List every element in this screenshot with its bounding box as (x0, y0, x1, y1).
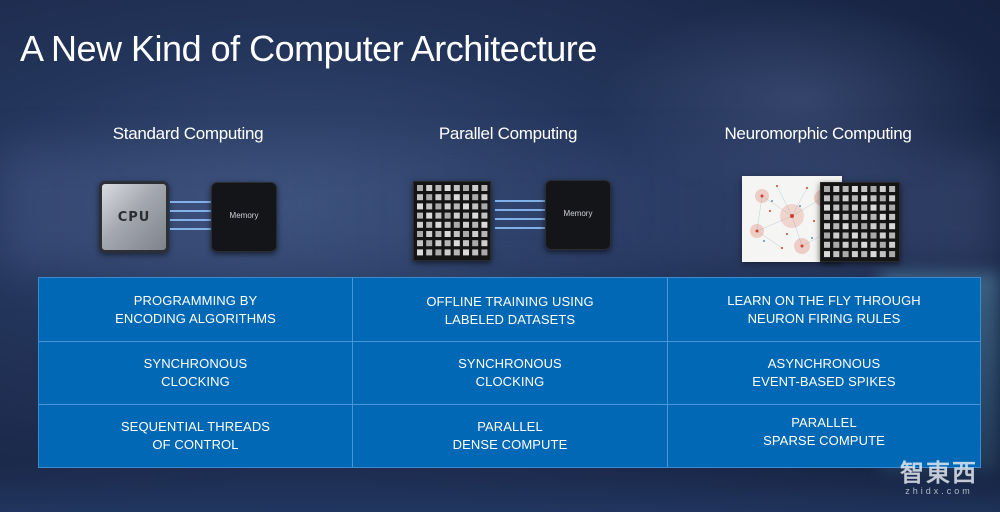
data-flow-arrows-icon (495, 197, 545, 233)
watermark-logo: 智東西 zhidx.com (900, 453, 978, 496)
data-flow-arrows-icon (170, 198, 212, 234)
heading-parallel-computing: Parallel Computing (438, 124, 578, 143)
memory-chip-icon: Memory (211, 182, 277, 252)
memory-label: Memory (563, 209, 593, 218)
watermark-url: zhidx.com (905, 486, 973, 496)
watermark-text: 智東西 (900, 459, 978, 487)
heading-neuromorphic-computing: Neuromorphic Computing (724, 124, 912, 143)
page-title: A New Kind of Computer Architecture (20, 28, 597, 69)
memory-label: Memory (229, 211, 259, 220)
memory-chip-icon: Memory (545, 180, 611, 250)
neuromorphic-chip-grid-icon (820, 182, 900, 262)
cpu-chip-icon: CPU (99, 181, 169, 253)
cpu-label: CPU (117, 210, 151, 225)
heading-standard-computing: Standard Computing (112, 124, 264, 143)
parallel-processor-grid-icon (413, 181, 491, 261)
